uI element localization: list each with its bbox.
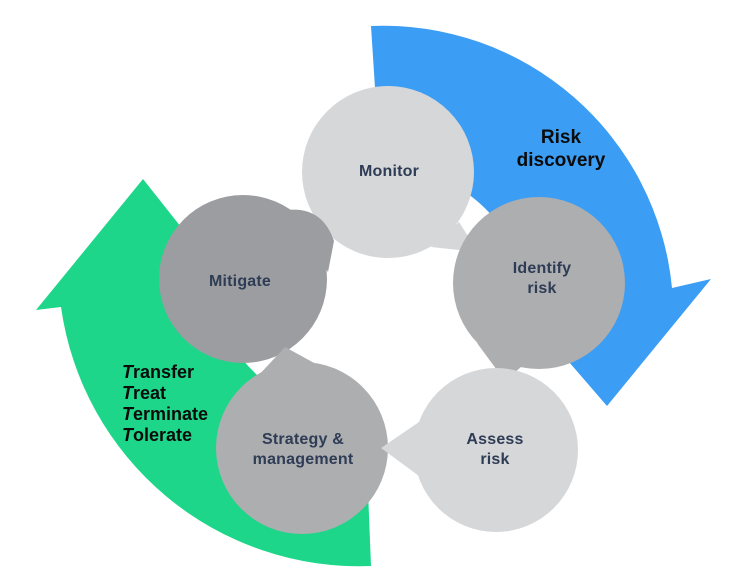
identify-risk-bubble-circle: [453, 197, 625, 369]
mitigate-label: Mitigate: [208, 273, 272, 290]
mitigate-bubble: [159, 195, 334, 363]
four-ts-list: Transfer Treat Terminate Tolerate: [122, 362, 208, 446]
identify-risk-label: Identify risk: [512, 260, 572, 297]
assess-risk-label: Assess risk: [466, 431, 524, 468]
assess-risk-bubble: [381, 368, 578, 532]
four-ts-item-transfer: Transfer: [122, 362, 195, 382]
risk-discovery-label: Risk discovery: [516, 127, 606, 171]
four-ts-item-treat: Treat: [122, 383, 167, 403]
mitigate-bubble-tail: [287, 209, 334, 272]
four-ts-item-terminate: Terminate: [122, 404, 209, 424]
strategy-management-bubble: [216, 347, 388, 534]
monitor-bubble-circle: [302, 86, 474, 258]
assess-risk-bubble-circle: [414, 368, 578, 532]
mitigate-bubble-circle: [159, 195, 327, 363]
monitor-label: Monitor: [358, 163, 420, 180]
strategy-management-bubble-tail: [257, 347, 316, 377]
strategy-management-label: Strategy & management: [252, 431, 354, 468]
assess-risk-bubble-tail: [381, 422, 419, 476]
strategy-management-bubble-circle: [216, 362, 388, 534]
four-ts-item-tolerate: Tolerate: [122, 425, 193, 445]
